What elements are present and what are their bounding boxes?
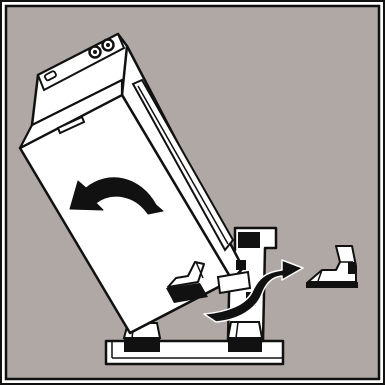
foot-right [228,322,262,352]
